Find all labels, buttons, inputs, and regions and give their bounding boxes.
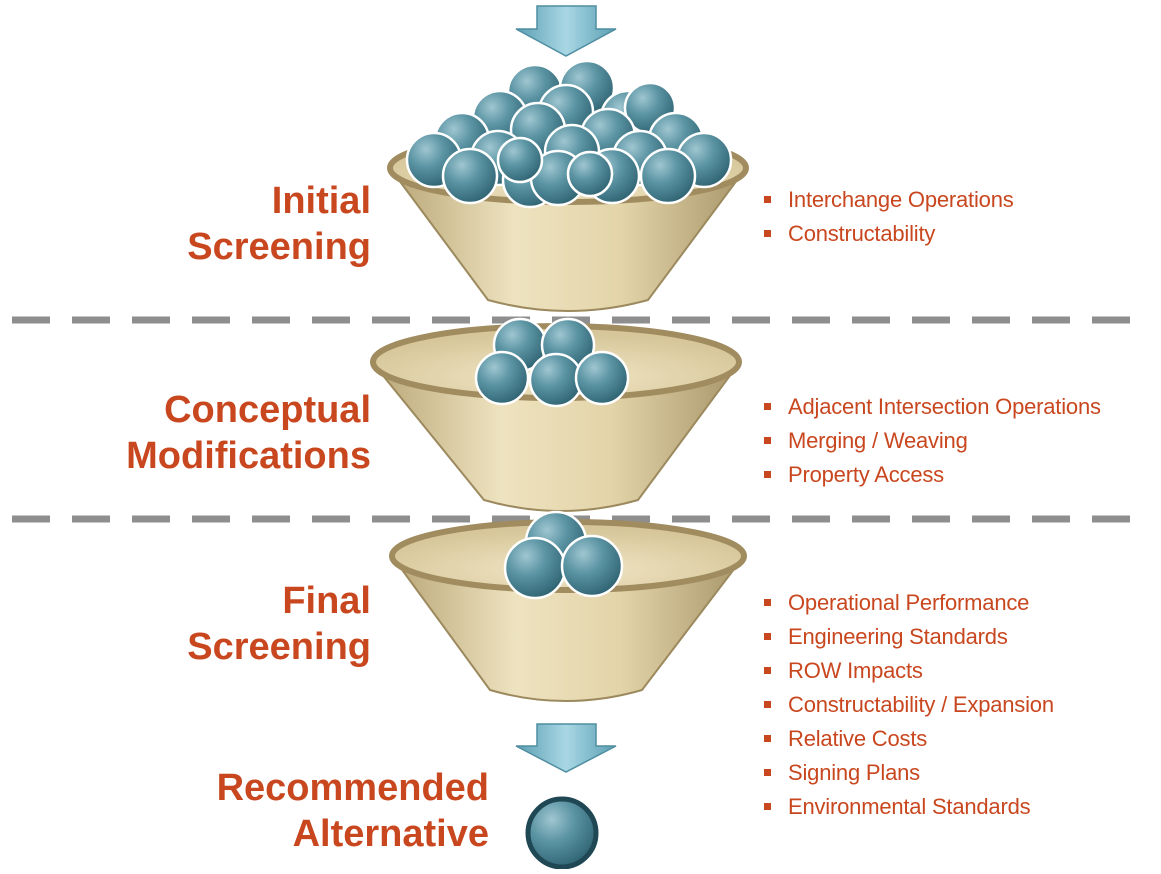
- criteria-list-final-screening: Operational Performance Engineering Stan…: [762, 586, 1054, 824]
- criteria-item: Signing Plans: [762, 756, 1054, 790]
- result-label-recommended-alternative: Recommended Alternative: [217, 765, 489, 857]
- criteria-item: Merging / Weaving: [762, 424, 1101, 458]
- stage-label-line: Final: [282, 580, 371, 622]
- down-arrow-icon: [515, 723, 617, 773]
- stage-label-line: Conceptual: [164, 389, 371, 431]
- stage-label-line: Screening: [187, 226, 371, 268]
- funnel-icon: [369, 323, 742, 512]
- criteria-list-initial-screening: Interchange Operations Constructability: [762, 183, 1014, 251]
- criteria-item: ROW Impacts: [762, 654, 1054, 688]
- stage-label-initial-screening: Initial Screening: [187, 178, 371, 270]
- criteria-item: Constructability / Expansion: [762, 688, 1054, 722]
- alternative-ball-icon: [503, 510, 624, 600]
- down-arrow-icon: [515, 5, 617, 57]
- stage-label-final-screening: Final Screening: [187, 578, 371, 670]
- stage-label-conceptual-modifications: Conceptual Modifications: [126, 387, 371, 479]
- alternative-ball-icon: [405, 59, 733, 209]
- criteria-item: Interchange Operations: [762, 183, 1014, 217]
- criteria-item: Engineering Standards: [762, 620, 1054, 654]
- criteria-list-conceptual-modifications: Adjacent Intersection Operations Merging…: [762, 390, 1101, 492]
- criteria-item: Environmental Standards: [762, 790, 1054, 824]
- alternative-ball-icon: [525, 796, 599, 870]
- stage-label-line: Recommended: [216, 767, 489, 809]
- stage-label-line: Modifications: [126, 435, 371, 477]
- stage-label-line: Screening: [187, 626, 371, 668]
- criteria-item: Property Access: [762, 458, 1101, 492]
- criteria-item: Constructability: [762, 217, 1014, 251]
- criteria-item: Relative Costs: [762, 722, 1054, 756]
- stage-label-line: Initial: [271, 180, 371, 222]
- stage-label-line: Alternative: [292, 813, 489, 855]
- criteria-item: Adjacent Intersection Operations: [762, 390, 1101, 424]
- criteria-item: Operational Performance: [762, 586, 1054, 620]
- alternative-ball-icon: [474, 317, 630, 408]
